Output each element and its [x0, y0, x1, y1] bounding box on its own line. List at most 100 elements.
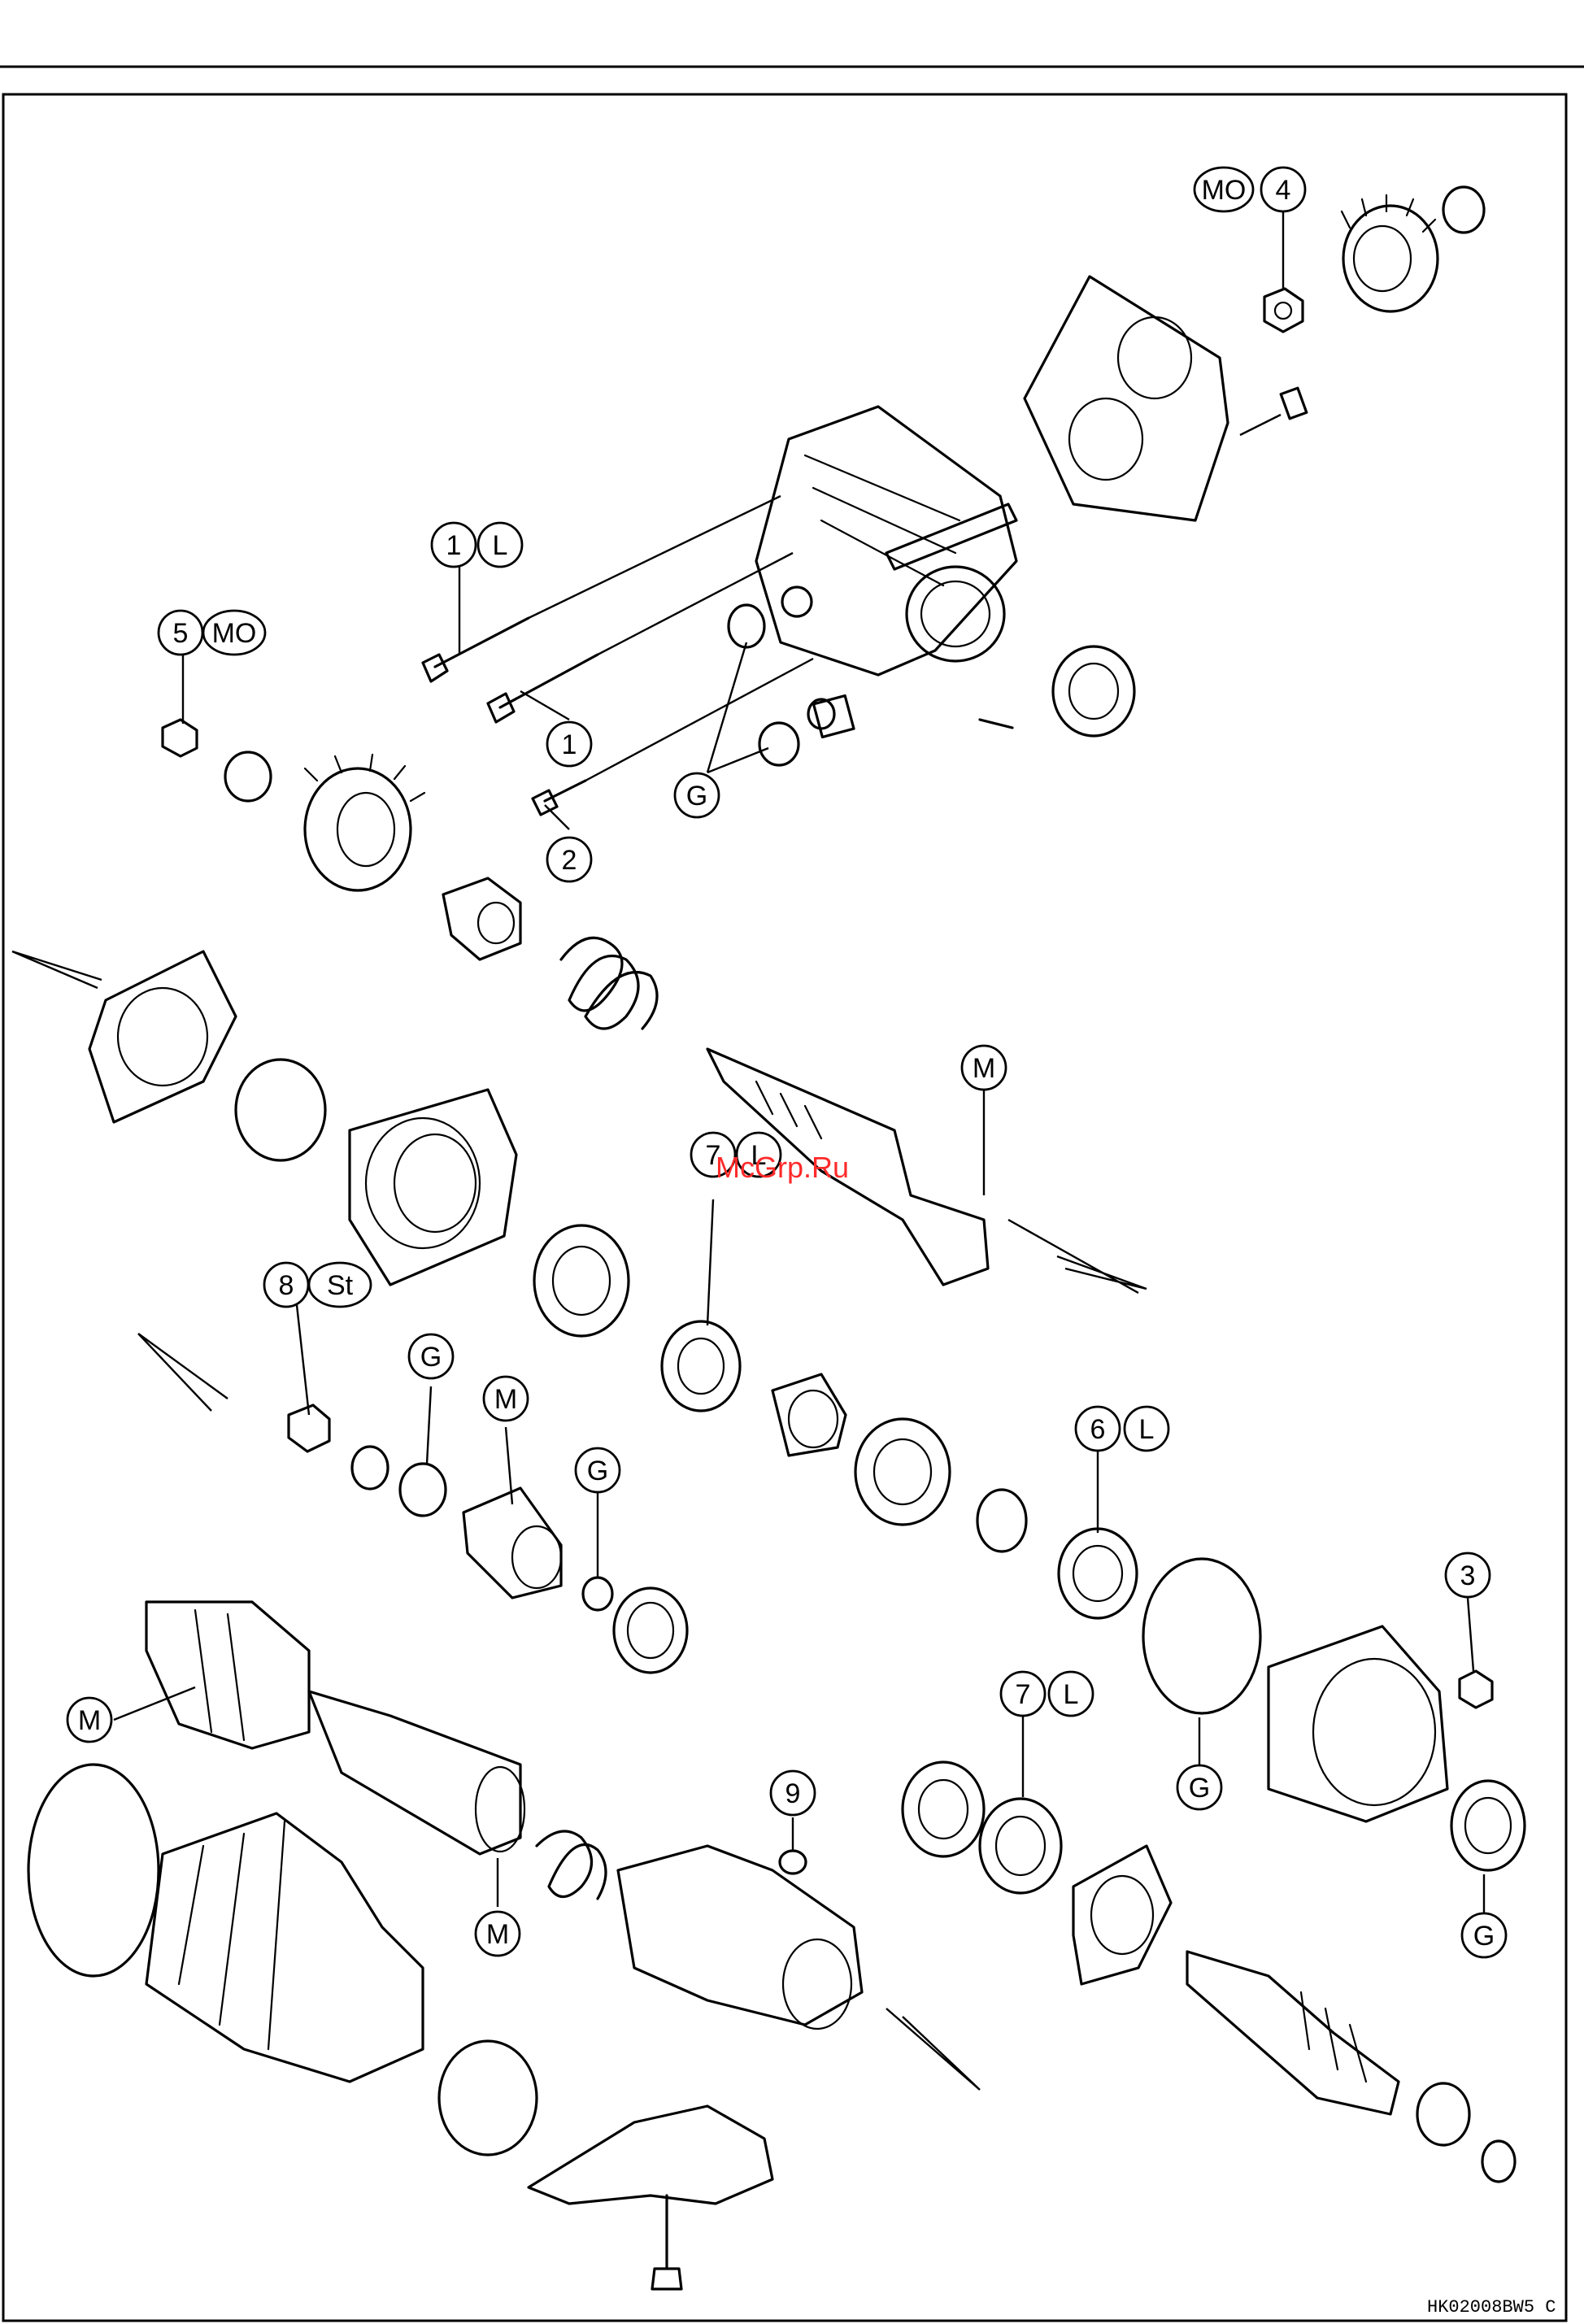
bracket-cover: [529, 2106, 772, 2204]
ring-nut: [1059, 1529, 1137, 1618]
callout-g-2: G: [409, 1334, 453, 1378]
ball-bearing-lower: [903, 1762, 984, 1856]
o-ring-left: [236, 1060, 325, 1160]
washer-left: [225, 752, 271, 801]
callout-number: 1: [446, 530, 462, 561]
callout-3: 3: [1446, 1553, 1490, 1597]
clutch-dog: [443, 878, 520, 960]
callout-number: 3: [1460, 1560, 1476, 1591]
stud-bolt: [980, 720, 1012, 728]
callout-number: 6: [1090, 1414, 1106, 1445]
callout-g-3: G: [576, 1448, 620, 1492]
oil-seal-mid: [662, 1321, 740, 1411]
callout-label: G: [686, 781, 707, 812]
oil-seal-lower: [614, 1588, 687, 1673]
ball-bearing-mid: [534, 1225, 629, 1336]
callout-number: 7: [1016, 1679, 1031, 1710]
callout-label: L: [1139, 1414, 1155, 1445]
callout-number: 9: [785, 1778, 801, 1809]
bevel-gear-top: [1342, 195, 1438, 311]
circlip-bottom: [1482, 2141, 1515, 2182]
clamp-band-large: [28, 1765, 159, 1976]
o-ring-small: [583, 1578, 612, 1610]
rubber-boot: [146, 1813, 423, 2082]
bushing-small: [808, 699, 834, 729]
callout-m-2: M: [484, 1377, 528, 1421]
o-ring-mid: [400, 1464, 446, 1516]
callout-9: 9: [771, 1771, 815, 1815]
callout-number: 4: [1276, 175, 1291, 206]
bolt-long-2: [488, 553, 793, 722]
callout-label: MO: [212, 618, 257, 649]
callout-8-st: 8 St: [264, 1263, 371, 1307]
callout-m-3: M: [67, 1698, 111, 1742]
callout-label: MO: [1202, 175, 1247, 206]
bolt-long-1: [423, 496, 781, 681]
dowel-pin: [1240, 388, 1307, 435]
callout-2: 2: [547, 838, 591, 881]
callout-number: 1: [562, 729, 577, 760]
nut-top: [1264, 289, 1303, 332]
callout-label: L: [1064, 1679, 1079, 1710]
axis-arrow-upper-left: [12, 951, 102, 988]
nut-left: [163, 720, 197, 756]
callout-label: G: [587, 1456, 608, 1486]
axis-arrow-upper-right: [1057, 1256, 1147, 1289]
nut-right: [1460, 1671, 1492, 1708]
ball-bearing-top: [1053, 646, 1134, 736]
callout-5-mo: 5 MO: [159, 611, 265, 655]
callout-number: 8: [279, 1270, 294, 1301]
callout-m-4: M: [476, 1912, 520, 1956]
callout-label: G: [420, 1342, 442, 1373]
diagram-frame: [3, 94, 1566, 2321]
bearing-housing: [350, 1090, 516, 1285]
callout-g-4: G: [1177, 1765, 1221, 1809]
bushing-mid: [772, 1374, 846, 1456]
washer-9: [780, 1851, 806, 1874]
callout-7-l-2: 7 L: [1001, 1672, 1093, 1716]
washer-mid: [352, 1447, 388, 1489]
callout-leaders: [114, 210, 1484, 1915]
callout-label: G: [1473, 1921, 1495, 1952]
gasket-lower-right: [1073, 1846, 1171, 1984]
callout-number: 5: [173, 618, 189, 649]
gasket-left: [89, 951, 236, 1122]
callout-g-1: G: [675, 773, 719, 817]
watermark-text: McGrp.Ru: [716, 1151, 849, 1184]
callout-number: 2: [562, 845, 577, 876]
lock-washer: [855, 1419, 950, 1525]
oil-seal-right: [1451, 1781, 1525, 1870]
plain-washer-mid: [977, 1490, 1026, 1552]
needle-bearing-1: [729, 605, 764, 647]
axis-arrow-lower: [886, 2008, 980, 2090]
bolt-bottom: [652, 2196, 681, 2289]
splined-coupling: [463, 1488, 561, 1598]
shaft-tube: [309, 1691, 524, 1854]
callout-label: M: [494, 1384, 517, 1415]
universal-joint: [146, 1602, 309, 1748]
figure-code: HK02008BW5 C: [1427, 2297, 1556, 2317]
axis-arrow-mid-left: [138, 1334, 228, 1411]
callout-m-1: M: [962, 1046, 1006, 1090]
spring-2: [537, 1831, 606, 1899]
callout-mo-4: MO 4: [1195, 168, 1305, 211]
spring-1: [561, 938, 657, 1029]
callout-g-5: G: [1462, 1913, 1506, 1957]
needle-bearing-bottom: [1417, 2083, 1469, 2145]
callout-label: M: [486, 1919, 509, 1950]
bearing-case-right: [1269, 1626, 1447, 1821]
bevel-gear-left: [305, 755, 424, 890]
gasket-top: [1025, 276, 1228, 520]
shaft-housing-lower: [618, 1846, 862, 2029]
o-ring-large-right: [1143, 1559, 1260, 1713]
callout-1-l: 1 L: [432, 523, 522, 567]
needle-bearing-2: [759, 723, 799, 765]
clamp-band-small: [439, 2041, 537, 2155]
callout-label: G: [1189, 1773, 1210, 1804]
callout-label: St: [327, 1270, 354, 1301]
oil-seal-lower-right: [980, 1799, 1061, 1893]
gear-case-housing: [756, 407, 1016, 675]
pinion-gear: [1187, 1952, 1399, 2114]
callout-6-l: 6 L: [1076, 1407, 1168, 1451]
